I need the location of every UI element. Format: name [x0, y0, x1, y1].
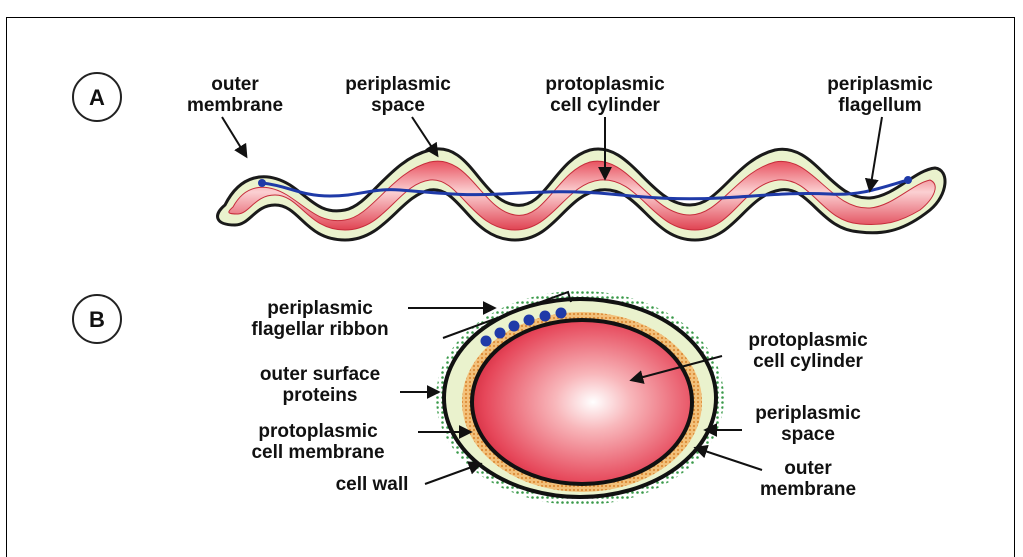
label-b-ribbon-2: flagellar ribbon: [251, 319, 388, 340]
panel-a-letter: A: [89, 85, 105, 110]
label-b-surface-proteins-2: proteins: [283, 385, 358, 406]
label-a-cell-cylinder-2: cell cylinder: [550, 95, 660, 116]
flagellum-insertion-right: [904, 176, 912, 184]
panel-a: A outer membrane periplasmic space proto…: [73, 73, 945, 240]
label-b-periplasmic-space-2: space: [781, 424, 835, 445]
label-a-cell-cylinder-1: protoplasmic: [545, 74, 665, 95]
arrow-a-outer-membrane: [222, 117, 246, 156]
label-a-flagellum-1: periplasmic: [827, 74, 933, 95]
label-b-periplasmic-space-1: periplasmic: [755, 403, 861, 424]
label-a-periplasmic-space-1: periplasmic: [345, 74, 451, 95]
arrow-a-periplasmic-space: [412, 117, 437, 155]
panel-b-letter: B: [89, 307, 105, 332]
protoplasmic-cell-cylinder-cross-section: [472, 320, 692, 484]
arrow-b-outer-membrane: [696, 448, 762, 470]
label-b-cell-membrane-1: protoplasmic: [258, 421, 378, 442]
label-b-cell-cylinder-2: cell cylinder: [753, 351, 863, 372]
panel-b: B periplasmic flagellar ribbon outer sur…: [73, 291, 868, 505]
label-b-surface-proteins-1: outer surface: [260, 364, 380, 385]
label-b-cell-wall: cell wall: [336, 474, 409, 495]
flagellum-insertion-left: [258, 179, 266, 187]
label-a-flagellum-2: flagellum: [838, 95, 921, 116]
label-b-cell-membrane-2: cell membrane: [251, 442, 384, 463]
label-a-periplasmic-space-2: space: [371, 95, 425, 116]
arrow-a-flagellum: [870, 117, 882, 190]
label-b-outer-membrane-2: membrane: [760, 479, 856, 500]
label-b-outer-membrane-1: outer: [784, 458, 832, 479]
label-b-cell-cylinder-1: protoplasmic: [748, 330, 868, 351]
label-a-outer-membrane-1: outer: [211, 74, 259, 95]
label-b-ribbon-1: periplasmic: [267, 298, 373, 319]
label-a-outer-membrane-2: membrane: [187, 95, 283, 116]
arrow-b-cell-wall: [425, 464, 480, 484]
